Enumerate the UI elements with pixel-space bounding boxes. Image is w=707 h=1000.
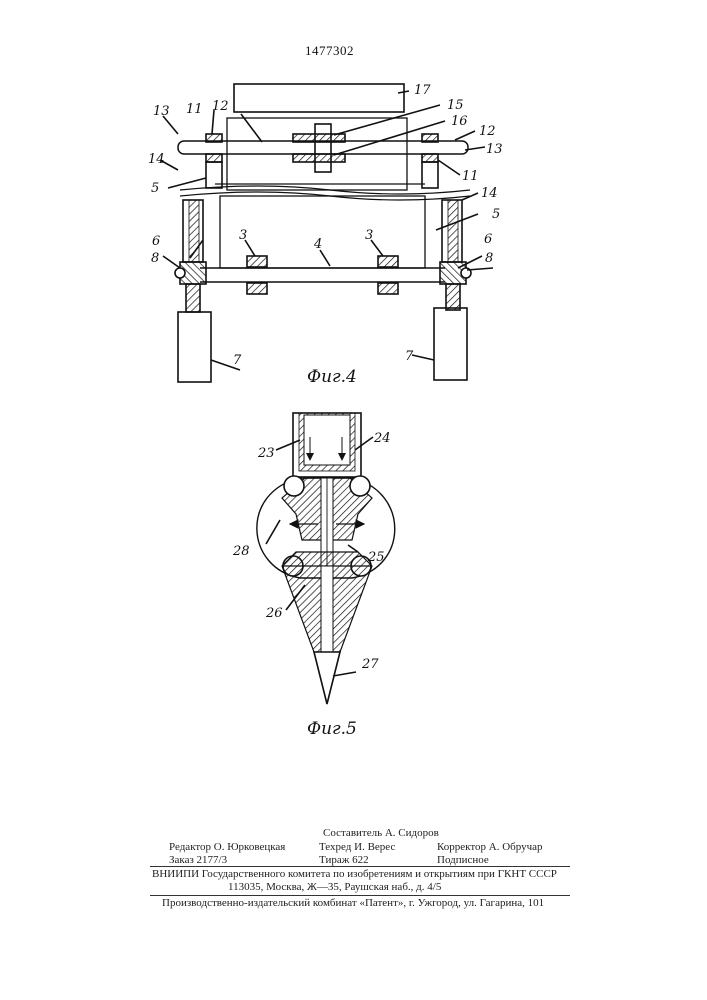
- imprint-org-line1: ВНИИПИ Государственного комитета по изоб…: [152, 868, 557, 880]
- label-28: 28: [232, 544, 250, 559]
- label-7-left: 7: [233, 353, 242, 368]
- imprint-order: Заказ 2177/3: [169, 854, 227, 866]
- label-26: 26: [265, 606, 283, 621]
- label-17: 17: [414, 83, 431, 98]
- imprint-publisher: Производственно-издательский комбинат «П…: [162, 897, 544, 909]
- label-25: 25: [367, 550, 385, 565]
- label-7-right: 7: [405, 349, 414, 364]
- label-14-left: 14: [148, 152, 165, 167]
- imprint-divider: [150, 866, 570, 867]
- label-4: 4: [313, 237, 322, 252]
- label-3-left: 3: [239, 228, 247, 243]
- label-6-right: 6: [484, 232, 492, 247]
- label-3-right: 3: [365, 228, 373, 243]
- imprint-editor: Редактор О. Юрковецкая: [169, 841, 285, 853]
- label-24: 24: [373, 431, 391, 446]
- imprint-compiler: Составитель А. Сидоров: [323, 827, 439, 839]
- label-16: 16: [451, 114, 468, 129]
- label-12-left: 12: [212, 99, 229, 114]
- imprint-org-line2: 113035, Москва, Ж—35, Раушская наб., д. …: [228, 881, 441, 893]
- beam-17: [234, 84, 404, 112]
- label-14-right: 14: [481, 186, 498, 201]
- motor-7-left: [178, 312, 211, 382]
- figure-5-caption: Фиг.5: [307, 719, 357, 739]
- imprint-techred: Техред И. Верес: [319, 841, 395, 853]
- label-8-right: 8: [485, 251, 493, 266]
- label-15: 15: [447, 98, 464, 113]
- figure-4-caption: Фиг.4: [307, 367, 357, 387]
- imprint-circulation: Тираж 622: [319, 854, 369, 866]
- label-6-left: 6: [152, 234, 160, 249]
- label-12-right: 12: [479, 124, 496, 139]
- label-13-left: 13: [153, 104, 170, 119]
- imprint-subscription: Подписное: [437, 854, 489, 866]
- label-8-left: 8: [151, 251, 159, 266]
- label-5-left: 5: [151, 181, 159, 196]
- label-27: 27: [361, 657, 379, 672]
- label-13-right: 13: [486, 142, 503, 157]
- label-23: 23: [257, 446, 275, 461]
- imprint-divider-2: [150, 895, 570, 896]
- label-5-right: 5: [492, 207, 500, 222]
- hub-15: [315, 124, 331, 172]
- label-11-right: 11: [462, 169, 479, 184]
- figure-4-drawing: [160, 84, 493, 382]
- motor-7-right: [434, 308, 467, 380]
- label-11-left: 11: [186, 102, 203, 117]
- imprint-corrector: Корректор А. Обручар: [437, 841, 543, 853]
- shaft-13: [178, 141, 468, 154]
